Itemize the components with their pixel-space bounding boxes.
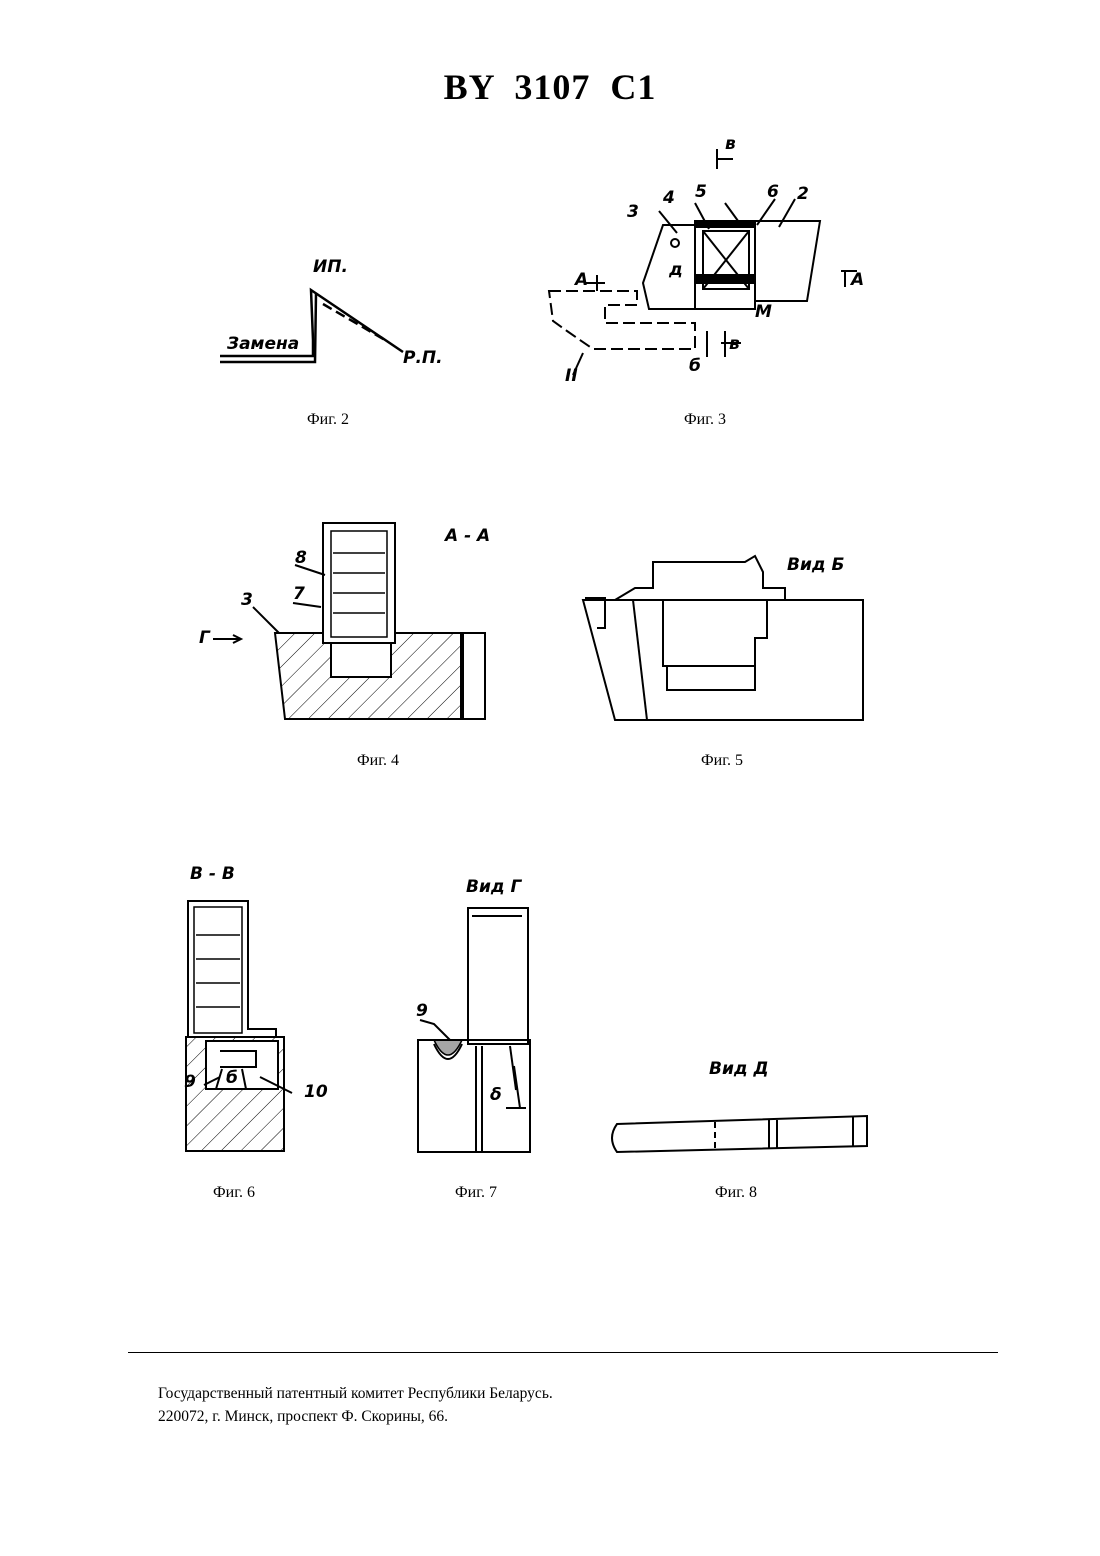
fig6-label-9: 9 [184,1072,196,1092]
fig3-label-m: М [755,302,772,322]
footer-line-2: 220072, г. Минск, проспект Ф. Скорины, 6… [158,1405,553,1428]
fig4-label-3: 3 [241,590,253,610]
fig3-label-v-top: в [725,134,736,154]
fig5-caption: Фиг. 5 [662,752,782,770]
fig4-label-section: А - А [443,526,490,546]
figure-7-drawing: Вид Г 9 δ [410,870,540,1155]
fig7-caption: Фиг. 7 [416,1184,536,1202]
fig4-label-7: 7 [293,584,305,604]
fig8-caption: Фиг. 8 [676,1184,796,1202]
fig6-label-10: 10 [304,1082,328,1102]
footer-divider [128,1352,998,1353]
figure-6-drawing: В - В 9 б 10 [180,855,340,1155]
figure-8-drawing: Вид Д [605,1050,875,1160]
fig7-label-9: 9 [416,1001,428,1021]
figure-4: А - А 8 7 3 Г [195,515,495,730]
fig3-label-roman2: II [565,366,578,386]
figure-3: в 3 4 5 6 2 А А д М в б II [545,135,875,390]
fig3-label-4: 4 [662,188,675,208]
fig6-caption: Фиг. 6 [174,1184,294,1202]
figure-2: ИП. Замена Р.П. [215,250,455,380]
fig3-label-d: д [668,260,683,280]
fig3-label-2: 2 [797,184,809,204]
fig5-label-view: Вид Б [787,555,845,575]
fig7-label-delta: δ [490,1085,502,1105]
fig4-label-8: 8 [295,548,307,568]
figure-5: Вид Б [575,548,875,728]
figure-4-drawing: А - А 8 7 3 Г [195,515,495,730]
footer: Государственный патентный комитет Респуб… [158,1382,553,1428]
fig3-label-6: 6 [767,182,779,202]
fig4-label-g: Г [199,628,211,648]
figure-8: Вид Д [605,1050,875,1160]
fig7-label-view: Вид Г [466,877,523,897]
figure-3-drawing: в 3 4 5 6 2 А А д М в б II [545,135,875,390]
fig6-label-section: В - В [190,864,235,884]
fig3-label-b-bottom: б [689,356,701,376]
patent-number-title: BY 3107 C1 [0,66,1100,108]
fig3-label-5: 5 [695,182,707,202]
fig3-label-a-left: А [573,270,588,290]
fig2-label-zamena: Замена [226,334,299,354]
fig2-label-rp: Р.П. [403,348,443,368]
footer-line-1: Государственный патентный комитет Респуб… [158,1382,553,1405]
fig3-caption: Фиг. 3 [645,411,765,429]
fig3-label-v-bottom: в [729,334,740,354]
figure-7: Вид Г 9 δ [410,870,540,1155]
figure-5-drawing: Вид Б [575,548,875,728]
fig3-label-3: 3 [627,202,639,222]
figure-6: В - В 9 б 10 [180,855,340,1155]
fig6-label-6: б [226,1068,238,1088]
fig2-caption: Фиг. 2 [268,411,388,429]
fig2-label-ip: ИП. [313,257,348,277]
fig8-label-view: Вид Д [709,1059,769,1079]
fig4-caption: Фиг. 4 [318,752,438,770]
figure-2-drawing: ИП. Замена Р.П. [215,250,455,380]
fig3-label-a-right: А [849,270,864,290]
